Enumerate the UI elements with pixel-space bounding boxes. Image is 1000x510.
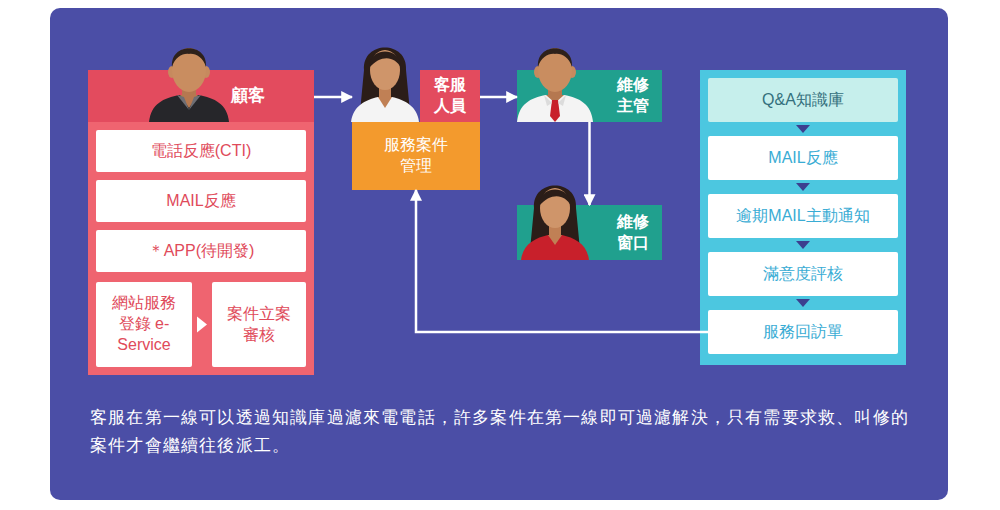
node-label: MAIL反應 bbox=[166, 191, 235, 212]
figure-part bbox=[177, 95, 189, 110]
node-label: 維修 主管 bbox=[613, 75, 653, 117]
node-label: 服務回訪單 bbox=[763, 322, 843, 343]
text-area: 滿意度評核 bbox=[708, 252, 898, 296]
channel-box: 網站服務 登錄 e-Service bbox=[96, 282, 192, 367]
text-area: MAIL反應 bbox=[96, 180, 306, 222]
figure-part bbox=[538, 48, 572, 67]
text-area: 網站服務 登錄 e-Service bbox=[96, 282, 192, 367]
node-label: 逾期MAIL主動通知 bbox=[736, 206, 869, 227]
agent-figure bbox=[351, 48, 419, 123]
figure-part bbox=[539, 190, 571, 207]
figure-part bbox=[369, 52, 401, 69]
customer-figure bbox=[149, 48, 229, 122]
figure-part bbox=[172, 48, 206, 67]
figure-part bbox=[540, 188, 570, 228]
step-arrow bbox=[796, 241, 810, 249]
system-step-box: 滿意度評核 bbox=[708, 252, 898, 296]
flow-arrow bbox=[588, 122, 591, 205]
flow-arrow bbox=[314, 96, 352, 99]
figure-part bbox=[550, 100, 560, 122]
text-area: 服務案件 管理 bbox=[352, 122, 480, 190]
node-label: 滿意度評核 bbox=[763, 264, 843, 285]
node-label: 電話反應(CTI) bbox=[151, 141, 251, 162]
figure-part bbox=[378, 97, 392, 108]
node-label: 服務案件 管理 bbox=[376, 135, 456, 177]
text-area: 維修 主管 bbox=[603, 70, 662, 122]
text-area: 服務回訪單 bbox=[708, 310, 898, 354]
node-label: 客服 人員 bbox=[430, 75, 470, 117]
text-area: Q&A知識庫 bbox=[708, 78, 898, 122]
figure-part bbox=[189, 95, 201, 110]
figure-part bbox=[544, 95, 552, 106]
figure-part bbox=[149, 95, 229, 122]
window-figure bbox=[521, 186, 589, 261]
caption-text: 客服在第一線可以透過知識庫過濾來電電話，許多案件在第一線即可過濾解決，只有需要求… bbox=[90, 408, 909, 455]
flow-arrow bbox=[480, 96, 517, 99]
system-step-box: 服務回訪單 bbox=[708, 310, 898, 354]
text-area: ＊APP(待開發) bbox=[96, 230, 306, 272]
node-label: 案件立案 審核 bbox=[223, 304, 295, 346]
channel-box: 電話反應(CTI) bbox=[96, 130, 306, 172]
channel-box: 案件立案 審核 bbox=[212, 282, 306, 367]
figure-part bbox=[538, 48, 572, 92]
text-area: 電話反應(CTI) bbox=[96, 130, 306, 172]
step-arrow bbox=[796, 299, 810, 307]
node-label: ＊APP(待開發) bbox=[148, 241, 255, 262]
text-area: 客服 人員 bbox=[420, 70, 480, 122]
system-panel: Q&A知識庫 MAIL反應逾期MAIL主動通知滿意度評核服務回訪單 bbox=[700, 70, 906, 365]
node-label: Q&A知識庫 bbox=[762, 90, 844, 111]
system-step-box: 逾期MAIL主動通知 bbox=[708, 194, 898, 238]
manager-figure bbox=[517, 48, 593, 122]
step-arrow bbox=[197, 317, 207, 333]
system-step-box: Q&A知識庫 bbox=[708, 78, 898, 122]
node-label: 顧客 bbox=[231, 85, 265, 107]
figure-part bbox=[558, 95, 566, 106]
text-area: 案件立案 審核 bbox=[212, 282, 306, 367]
step-arrow bbox=[796, 183, 810, 191]
channel-box: ＊APP(待開發) bbox=[96, 230, 306, 272]
caption-area: 客服在第一線可以透過知識庫過濾來電電話，許多案件在第一線即可過濾解決，只有需要求… bbox=[90, 404, 920, 460]
node-label: 維修 窗口 bbox=[613, 212, 653, 254]
figure-part bbox=[370, 50, 400, 90]
step-arrow bbox=[796, 125, 810, 133]
flow-arrow bbox=[416, 190, 708, 332]
channel-box: MAIL反應 bbox=[96, 180, 306, 222]
text-area: MAIL反應 bbox=[708, 136, 898, 180]
figure-part bbox=[351, 97, 419, 122]
node-label: MAIL反應 bbox=[768, 148, 837, 169]
figure-part bbox=[548, 235, 562, 245]
node-label: 網站服務 登錄 e-Service bbox=[104, 293, 184, 355]
text-area: 維修 窗口 bbox=[603, 205, 662, 260]
figure-part bbox=[172, 48, 206, 92]
system-step-box: MAIL反應 bbox=[708, 136, 898, 180]
figure-part bbox=[517, 95, 593, 122]
text-area: 逾期MAIL主動通知 bbox=[708, 194, 898, 238]
figure-part bbox=[521, 235, 589, 260]
